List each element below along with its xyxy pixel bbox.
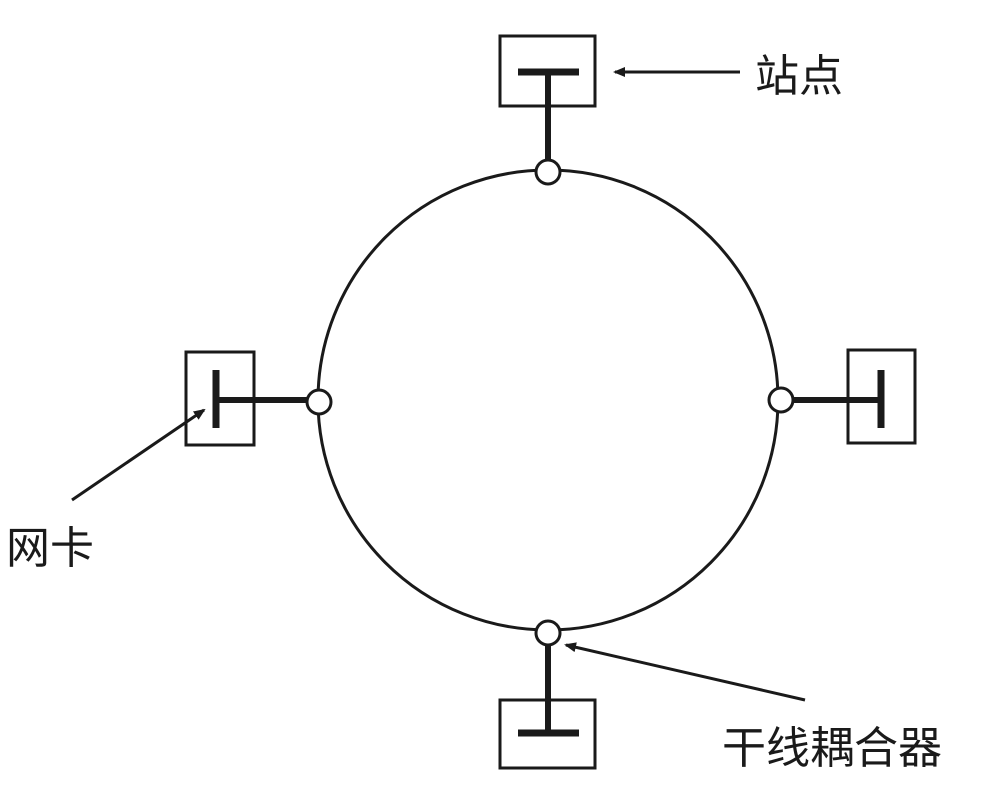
station-bottom <box>498 619 597 770</box>
station-left <box>184 350 333 447</box>
label-nic: 网卡 <box>6 523 94 574</box>
trunk-coupler-bottom <box>534 619 562 647</box>
arrow-nic <box>71 408 206 502</box>
trunk-coupler-right <box>767 386 795 414</box>
station-right <box>767 348 917 445</box>
station-top <box>498 34 597 186</box>
ring <box>316 168 780 632</box>
trunk-coupler-left <box>305 388 333 416</box>
label-trunk-coupler: 干线耦合器 <box>722 723 942 774</box>
arrow-trunk-coupler <box>564 642 806 702</box>
trunk-coupler-top <box>534 158 562 186</box>
label-station: 站点 <box>755 51 843 102</box>
